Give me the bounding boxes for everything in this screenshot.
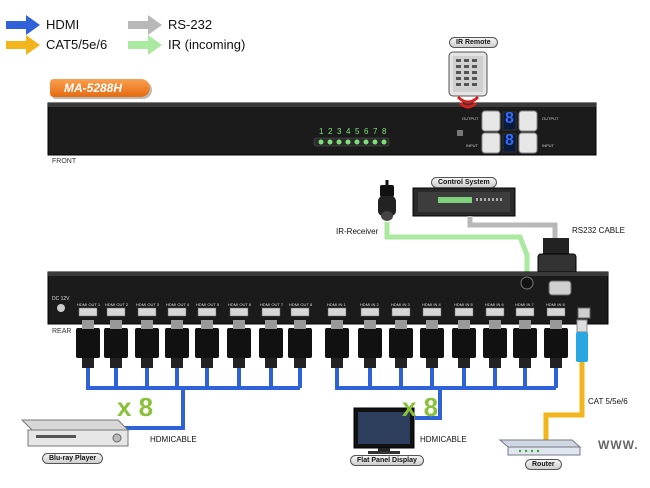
front-leds bbox=[318, 139, 387, 145]
front-control-buttons bbox=[481, 110, 538, 154]
hdmi-in-label-2: HDMI IN 2 bbox=[360, 302, 379, 307]
hdmi-out-ports bbox=[78, 307, 310, 317]
hdmi-in-ports bbox=[327, 307, 566, 317]
front-output-label-left: OUTPUT bbox=[462, 116, 479, 121]
bluray-player-label: Blu-ray Player bbox=[42, 453, 104, 464]
hdmi-in-label-6: HDMI IN 6 bbox=[485, 302, 504, 307]
www-label: WWW. bbox=[598, 438, 639, 452]
model-badge-label: MA-5288H bbox=[64, 81, 123, 95]
port-number-3: 3 bbox=[337, 127, 342, 136]
hdmi-out-label-7: HDMI OUT 7 bbox=[260, 302, 284, 307]
hdmi-out-plugs bbox=[76, 320, 312, 368]
rs232-connector bbox=[537, 238, 577, 277]
hdmi-cables-out bbox=[86, 368, 302, 430]
bluray-player bbox=[20, 419, 130, 447]
port-number-4: 4 bbox=[346, 127, 351, 136]
front-output-digit: 8 bbox=[505, 110, 514, 127]
router-label: Router bbox=[525, 459, 562, 470]
hdmi-in-label-4: HDMI IN 4 bbox=[422, 302, 441, 307]
port-number-7: 7 bbox=[373, 127, 378, 136]
port-number-5: 5 bbox=[355, 127, 360, 136]
hdmi-cables-in bbox=[335, 368, 558, 420]
rear-power-label: DC 12V bbox=[52, 296, 70, 302]
front-input-digit: 8 bbox=[505, 132, 514, 149]
hdmi-out-label-5: HDMI OUT 5 bbox=[196, 302, 220, 307]
port-number-6: 6 bbox=[364, 127, 369, 136]
router bbox=[498, 439, 582, 456]
hdmi-in-plugs bbox=[325, 320, 568, 368]
hdmi-out-label-4: HDMI OUT 4 bbox=[166, 302, 190, 307]
hdmi-out-label-6: HDMI OUT 6 bbox=[228, 302, 252, 307]
flat-panel-display bbox=[353, 407, 415, 454]
ir-remote-label: IR Remote bbox=[449, 37, 498, 48]
control-system bbox=[412, 187, 516, 217]
ir-cable bbox=[384, 222, 530, 272]
front-label: FRONT bbox=[52, 158, 77, 165]
hdmi-in-label-3: HDMI IN 3 bbox=[391, 302, 410, 307]
hdmi-out-label-3: HDMI OUT 3 bbox=[136, 302, 160, 307]
front-input-label-left: INPUT bbox=[466, 143, 478, 148]
hdmi-out-label-2: HDMI OUT 2 bbox=[105, 302, 129, 307]
rs232-cable-label: RS232 CABLE bbox=[572, 226, 625, 235]
model-badge: MA-5288H bbox=[50, 79, 150, 97]
hdmi-in-label-8: HDMI IN 8 bbox=[546, 302, 565, 307]
legend-label-ir: IR (incoming) bbox=[168, 37, 246, 52]
cat-cable-label: CAT 5/5e/6 bbox=[588, 397, 628, 406]
legend-label-rs232: RS-232 bbox=[168, 17, 213, 32]
hdmi-in-label-7: HDMI IN 7 bbox=[515, 302, 534, 307]
legend-label-hdmi: HDMI bbox=[46, 17, 80, 32]
rs232-cable bbox=[467, 216, 558, 240]
hdmi-in-label-5: HDMI IN 5 bbox=[454, 302, 473, 307]
port-number-1: 1 bbox=[319, 127, 324, 136]
control-system-label: Control System bbox=[431, 177, 497, 188]
rear-label: REAR bbox=[52, 328, 72, 335]
ir-remote bbox=[448, 51, 488, 109]
front-input-label-right: INPUT bbox=[542, 143, 554, 148]
front-output-label-right: OUTPUT bbox=[542, 116, 559, 121]
ir-receiver-label: IR-Receiver bbox=[336, 227, 379, 236]
legend-label-cat: CAT5/5e/6 bbox=[46, 37, 108, 52]
flat-panel-display-label: Flat Panel Display bbox=[350, 455, 424, 466]
hdmi-in-label-1: HDMI IN 1 bbox=[327, 302, 346, 307]
hdmi-cable-label-left: HDMICABLE bbox=[150, 435, 197, 444]
hdmi-cable-label-right: HDMICABLE bbox=[420, 435, 467, 444]
port-number-8: 8 bbox=[382, 127, 387, 136]
hdmi-out-label-1: HDMI OUT 1 bbox=[77, 302, 101, 307]
hdmi-out-label-8: HDMI OUT 8 bbox=[289, 302, 313, 307]
front-panel bbox=[47, 102, 597, 156]
ir-receiver bbox=[378, 180, 396, 221]
multiplier-right: x 8 bbox=[402, 392, 439, 422]
port-number-2: 2 bbox=[328, 127, 333, 136]
cat-cable bbox=[543, 319, 588, 440]
multiplier-left: x 8 bbox=[117, 392, 154, 422]
